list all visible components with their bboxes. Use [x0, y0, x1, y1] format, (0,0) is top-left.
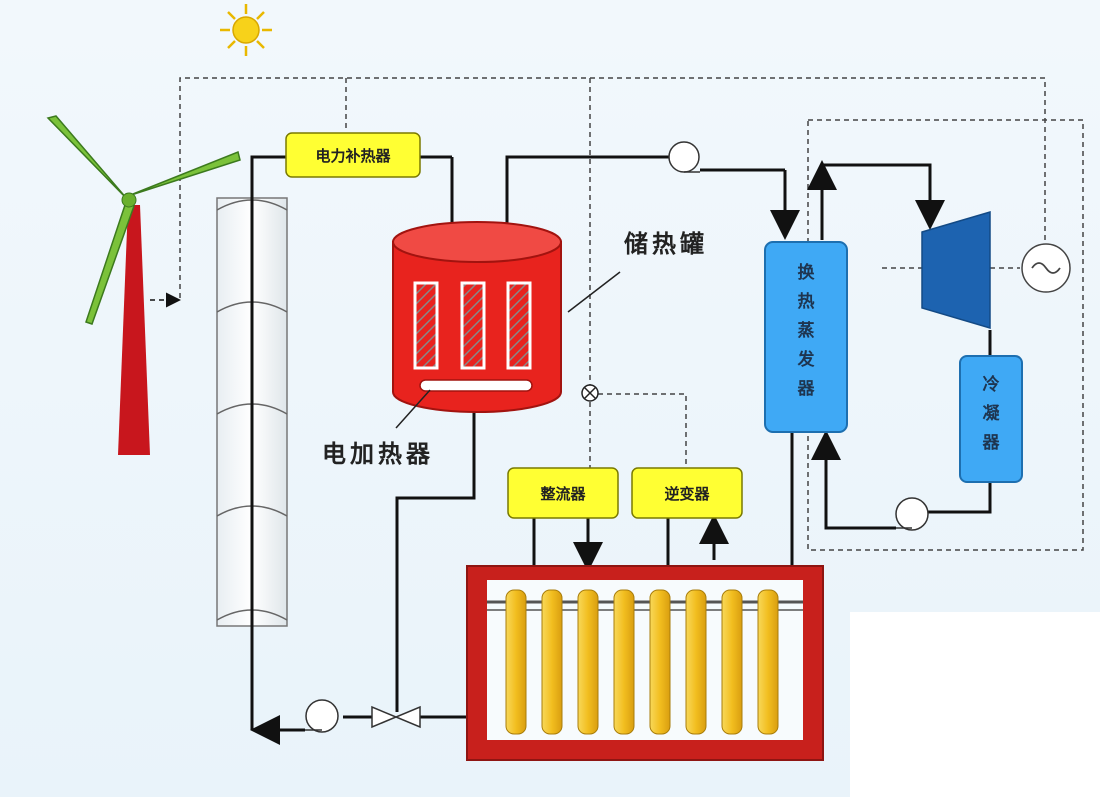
sun-icon [220, 4, 272, 56]
generator-icon [1021, 243, 1071, 293]
electric-heater-element [419, 379, 533, 392]
flow-arrows [250, 160, 945, 745]
evaporator-char: 换 [798, 262, 816, 283]
storage-tank-label: 储热罐 [624, 230, 708, 258]
storage-tank [392, 221, 562, 413]
inverter-box: 逆变器 [631, 467, 743, 519]
rectifier-box: 整流器 [507, 467, 619, 519]
rectifier-label: 整流器 [540, 485, 586, 503]
power-supplement-heater-label: 电力补热器 [315, 147, 391, 165]
pump-icon [305, 699, 339, 733]
evaporator-char: 热 [798, 291, 815, 312]
heat-storage-elements [413, 281, 532, 370]
steam-turbine [921, 210, 991, 330]
wind-turbine-icon [46, 115, 241, 455]
battery-cells [505, 589, 779, 735]
control-lines [179, 77, 1084, 551]
blank-area [850, 612, 1100, 797]
pipes [250, 155, 992, 732]
pump-icon [895, 497, 929, 531]
evaporator-char: 器 [797, 379, 816, 399]
evaporator-char: 蒸 [798, 321, 815, 341]
power-supplement-heater-box: 电力补热器 [285, 132, 421, 178]
electric-heater-leader [395, 389, 431, 429]
storage-tank-leader [567, 271, 621, 313]
condenser-char: 凝 [983, 404, 1001, 424]
electric-heater-label: 电加热器 [322, 440, 434, 468]
condenser-char: 冷 [983, 374, 1000, 395]
condenser-char: 器 [982, 433, 1001, 453]
condenser [959, 355, 1023, 483]
condenser-label: 冷 凝 器 [982, 374, 1001, 453]
evaporator-label: 换 热 蒸 发 器 [797, 262, 816, 399]
battery-bank [466, 565, 824, 761]
heat-exchanger-evaporator [764, 241, 848, 433]
valve-icon [371, 705, 421, 729]
pump-icon [668, 141, 700, 173]
crossed-valve-icon [581, 384, 599, 402]
evaporator-char: 发 [797, 349, 816, 370]
inverter-label: 逆变器 [664, 485, 710, 503]
